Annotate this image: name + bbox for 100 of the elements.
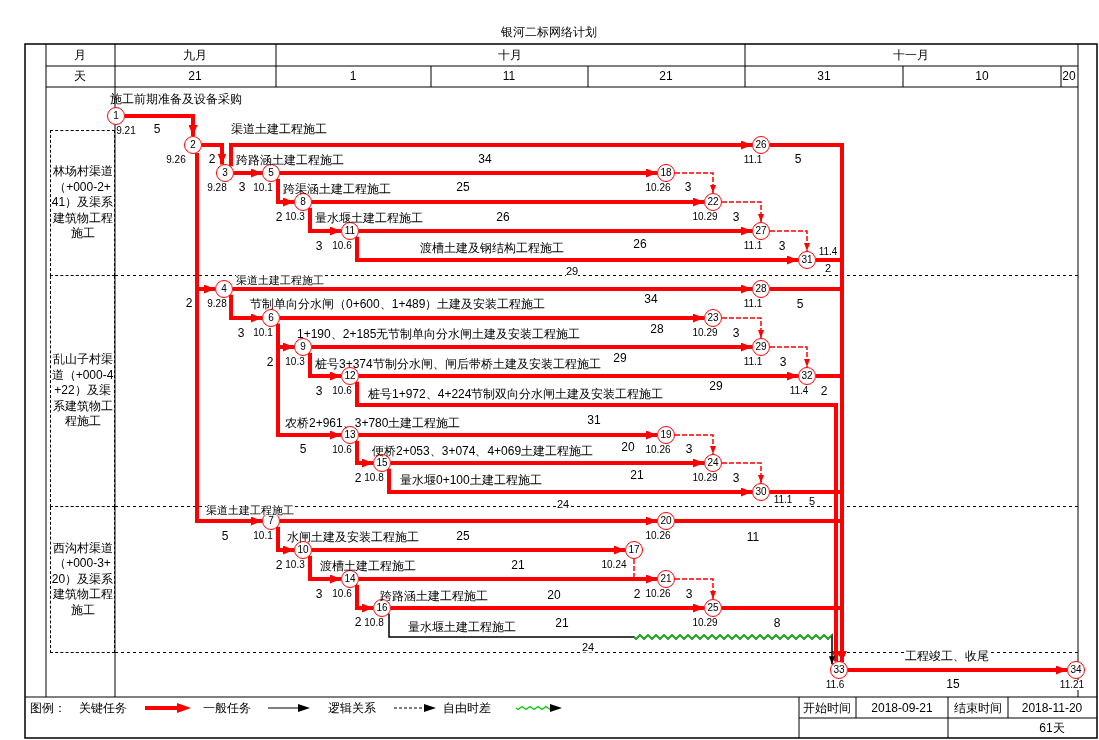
date-label: 10.3 (285, 560, 305, 570)
arrow (355, 381, 841, 662)
activity-label: 量水堰土建工程施工 (315, 212, 423, 224)
event-circle: 29 (752, 338, 770, 356)
duration-label: 3 (685, 588, 693, 600)
duration-label: 3 (315, 588, 323, 600)
arrow (280, 168, 657, 178)
arrow (769, 230, 810, 252)
duration-label: 3 (684, 181, 692, 193)
event-circle: 24 (704, 454, 722, 472)
event-circle: 19 (657, 426, 675, 444)
date-label: 10.24 (601, 560, 627, 570)
event-circle: 21 (657, 570, 675, 588)
date-label: 11.1 (743, 155, 763, 165)
arrow (721, 201, 764, 223)
duration-label: 28 (650, 323, 664, 335)
month-label: 十一月 (893, 49, 929, 61)
date-label: 10.3 (285, 212, 305, 222)
day-label: 21 (188, 70, 202, 82)
activity-label: 跨路涵土建工程施工 (236, 154, 344, 166)
duration-label: 24 (581, 641, 595, 653)
date-label: 10.6 (332, 241, 352, 251)
duration-label: 2 (824, 262, 832, 274)
date-label: 11.1 (743, 357, 763, 367)
arrow (355, 440, 373, 468)
date-label: 10.6 (332, 445, 352, 455)
duration-label: 25 (456, 181, 470, 193)
diagram-title: 银河二标网络计划 (501, 26, 597, 38)
duration-label: 3 (685, 443, 693, 455)
activity-label: 施工前期准备及设备采购 (110, 93, 242, 105)
date-label: 10.26 (645, 531, 671, 541)
activity-label: 渠道土建工程施工 (206, 504, 294, 516)
duration-label: 3 (315, 385, 323, 397)
date-label: 10.26 (645, 445, 671, 455)
duration-label: 3 (732, 211, 740, 223)
date-label: 11.4 (789, 386, 809, 396)
duration-label: 29 (613, 352, 627, 364)
arrow (308, 352, 341, 381)
duration-label: 21 (555, 617, 569, 629)
duration-label: 2 (208, 153, 216, 165)
duration-label: 2 (820, 385, 828, 397)
arrow (229, 140, 752, 167)
duration-label: 2 (185, 297, 193, 309)
arrow (308, 555, 341, 584)
duration-label: 3 (315, 240, 323, 252)
date-label: 10.1 (253, 183, 273, 193)
legend-label: 一般任务 (203, 702, 251, 714)
date-label: 10.26 (645, 589, 671, 599)
date-label: 11.4 (818, 247, 838, 257)
duration-label: 3 (732, 472, 740, 484)
day-label: 1 (349, 70, 357, 82)
activity-label: 水闸土建及安装工程施工 (287, 531, 419, 543)
activity-label: 便桥2+053、3+074、4+069土建工程施工 (372, 445, 594, 457)
duration-value: 61天 (1039, 722, 1065, 734)
group-label: 西沟村渠道（+000-3+20）及渠系建筑物工程施工 (51, 540, 114, 619)
group-box (50, 130, 115, 276)
day-label: 11 (502, 70, 516, 82)
duration-label: 25 (456, 530, 470, 542)
event-circle: 32 (798, 367, 816, 385)
date-value: 2018-09-21 (871, 702, 933, 714)
activity-label: 渠道土建工程施工 (236, 274, 324, 286)
arrow (391, 458, 704, 468)
duration-label: 2 (275, 211, 283, 223)
arrow (721, 317, 764, 339)
duration-label: 20 (547, 589, 561, 601)
duration-label: 5 (794, 153, 802, 165)
arrow (202, 143, 227, 165)
duration-label: 26 (633, 238, 647, 250)
activity-label: 渠道土建工程施工 (231, 123, 327, 135)
arrow (359, 371, 798, 381)
day-label: 21 (659, 70, 673, 82)
activity-label: 节制单向分水闸（0+600、1+489）土建及安装工程施工 (250, 298, 546, 310)
event-circle: 2 (184, 136, 202, 154)
arrow (355, 584, 373, 613)
date-label: 10.3 (285, 357, 305, 367)
duration-label: 3 (779, 356, 787, 368)
arrow (276, 178, 294, 207)
date-label: 10.8 (364, 618, 384, 628)
event-circle: 1 (107, 107, 125, 125)
group-label: 林场村渠道（+000-2+41）及渠系建筑物工程施工 (51, 164, 114, 242)
duration-label: 21 (511, 559, 525, 571)
duration-label: 24 (556, 498, 570, 510)
arrow (848, 665, 1067, 675)
arrow (721, 462, 764, 484)
legend-title: 图例： (30, 702, 66, 714)
day-label: 20 (1062, 70, 1076, 82)
event-circle: 6 (262, 309, 280, 327)
duration-label: 29 (709, 380, 723, 392)
duration-label: 8 (773, 617, 781, 629)
group-label: 乱山子村渠道（+000-4+22）及渠系建筑物工程施工 (51, 352, 114, 430)
arrow (359, 430, 657, 440)
event-circle: 3 (216, 164, 234, 182)
duration-label: 5 (299, 443, 307, 455)
event-circle: 30 (752, 483, 770, 501)
event-circle: 27 (752, 222, 770, 240)
event-circle: 22 (704, 193, 722, 211)
date-label: 11.21 (1059, 680, 1085, 690)
duration-label: 31 (587, 414, 601, 426)
date-label: 10.6 (332, 589, 352, 599)
date-label: 11.1 (773, 495, 793, 505)
